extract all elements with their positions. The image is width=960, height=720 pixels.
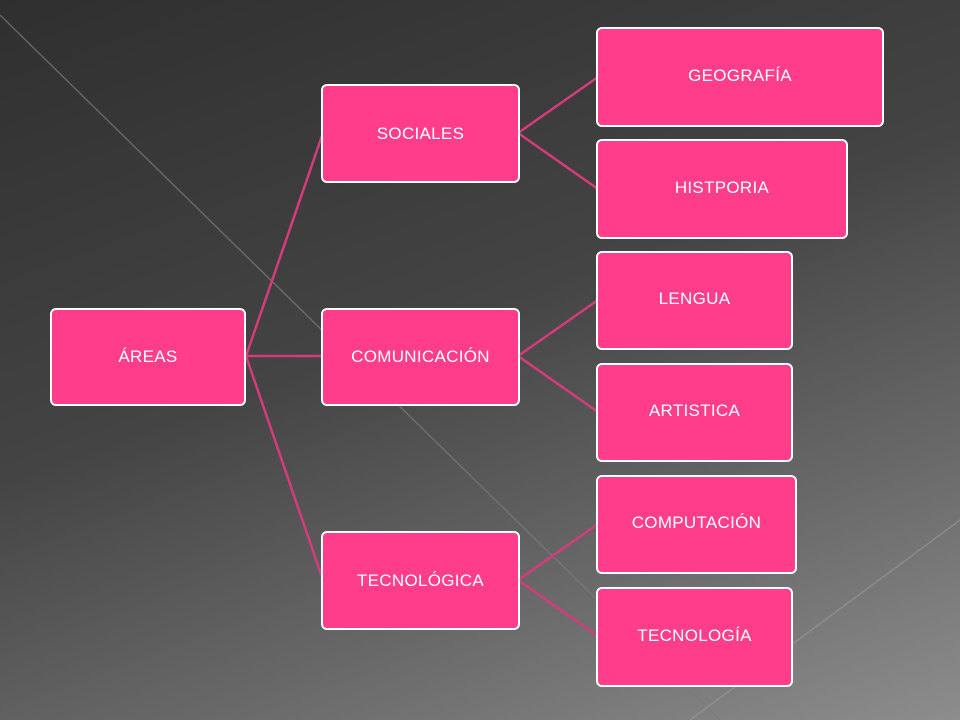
node-geografia: GEOGRAFÍA xyxy=(596,27,884,127)
node-tecnologia: TECNOLOGÍA xyxy=(596,587,793,687)
connector-root-tecnologica xyxy=(244,355,325,581)
node-tecnologica: TECNOLÓGICA xyxy=(321,531,520,630)
connector-tecnologica-computacion xyxy=(517,522,599,582)
connector-comunicacion-lengua xyxy=(517,298,599,358)
node-computacion: COMPUTACIÓN xyxy=(596,475,797,574)
node-sociales: SOCIALES xyxy=(321,84,520,183)
connector-root-sociales xyxy=(244,132,325,357)
node-artistica: ARTISTICA xyxy=(596,363,793,462)
connector-comunicacion-artistica xyxy=(517,354,599,414)
connector-sociales-geografia xyxy=(517,75,599,135)
connector-tecnologica-tecnologia xyxy=(517,578,599,638)
node-lengua: LENGUA xyxy=(596,251,793,350)
node-histporia: HISTPORIA xyxy=(596,139,848,239)
connector-sociales-historia xyxy=(517,131,599,191)
node-comunicacion: COMUNICACIÓN xyxy=(321,308,520,406)
node-areas: ÁREAS xyxy=(50,308,246,406)
